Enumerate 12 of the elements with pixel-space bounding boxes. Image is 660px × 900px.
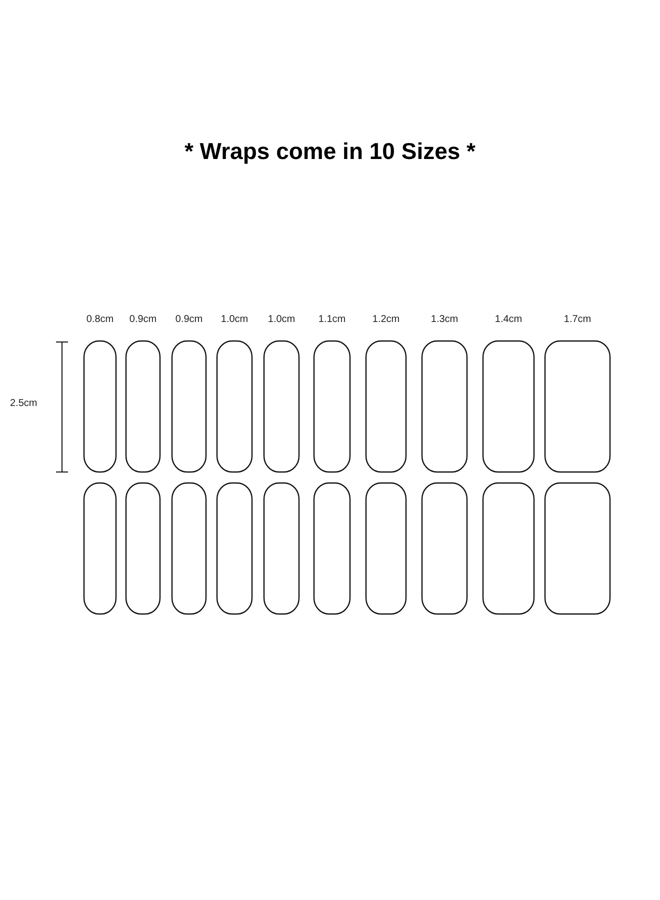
size-label: 0.9cm: [175, 314, 203, 325]
size-label: 1.1cm: [318, 314, 346, 325]
size-label: 1.2cm: [372, 314, 400, 325]
size-label: 1.3cm: [430, 314, 458, 325]
dimension-label: 2.5cm: [10, 398, 38, 409]
size-label: 0.8cm: [86, 314, 114, 325]
size-label: 1.0cm: [220, 314, 248, 325]
size-label: 1.7cm: [564, 314, 592, 325]
size-label: 0.9cm: [129, 314, 157, 325]
size-label: 1.0cm: [268, 314, 296, 325]
title: * Wraps come in 10 Sizes *: [183, 138, 477, 165]
size-label: 1.4cm: [494, 314, 522, 325]
